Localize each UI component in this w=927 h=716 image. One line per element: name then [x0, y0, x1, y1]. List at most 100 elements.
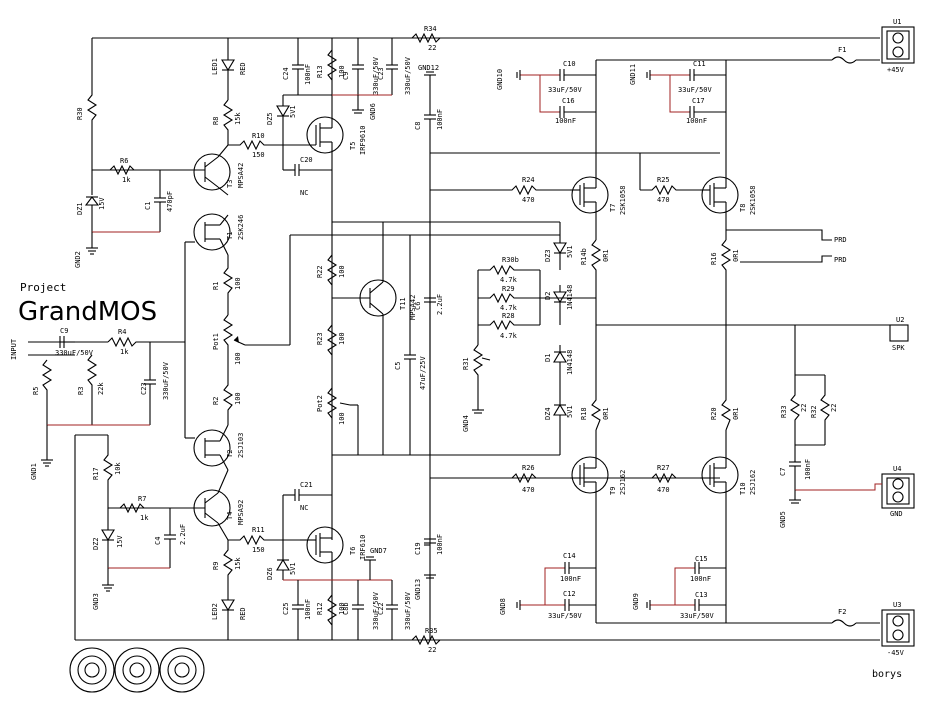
resistor-r17: R17 10k: [92, 435, 205, 509]
svg-text:R11: R11: [252, 526, 265, 534]
zener-dz6: DZ6 5V1: [266, 495, 297, 580]
connector-u1: U1 +45V: [881, 18, 915, 74]
svg-text:IRF610: IRF610: [359, 535, 367, 560]
zener-dz5: DZ5 5V1: [266, 95, 297, 170]
svg-text:R13: R13: [316, 65, 324, 78]
svg-text:C25: C25: [282, 602, 290, 615]
resistor-r4: R4 1k: [107, 328, 185, 356]
svg-text:GND9: GND9: [632, 593, 640, 610]
svg-text:R35: R35: [425, 627, 438, 635]
svg-text:150: 150: [252, 151, 265, 159]
capacitor-c4: C4 2.2uF: [154, 508, 187, 568]
svg-text:GND: GND: [890, 510, 903, 518]
svg-text:100: 100: [338, 265, 346, 278]
svg-text:100nF: 100nF: [436, 534, 444, 555]
resistor-r34: R34 22: [411, 25, 441, 52]
svg-text:T5: T5: [349, 142, 357, 150]
svg-text:T4: T4: [226, 512, 234, 520]
resistor-r20: R20 0R1: [710, 345, 740, 431]
svg-text:C1: C1: [144, 202, 152, 210]
svg-text:470: 470: [657, 196, 670, 204]
resistor-r28: R28 4.7k: [478, 312, 540, 340]
svg-text:GND7: GND7: [370, 547, 387, 555]
svg-text:4.7k: 4.7k: [500, 276, 518, 284]
svg-text:R27: R27: [657, 464, 670, 472]
svg-text:R34: R34: [424, 25, 437, 33]
capacitor-c1: C23 330uF/50V: [140, 342, 170, 425]
svg-text:2SJ162: 2SJ162: [619, 470, 627, 495]
transistor-t11: T11 MPSA42: [332, 222, 417, 455]
svg-text:100nF: 100nF: [560, 575, 581, 583]
svg-text:R8: R8: [212, 117, 220, 125]
svg-text:C4: C4: [154, 537, 162, 545]
svg-text:IRF9610: IRF9610: [359, 125, 367, 155]
svg-text:C20: C20: [300, 156, 313, 164]
svg-text:R2: R2: [212, 397, 220, 405]
svg-text:INPUT: INPUT: [10, 338, 18, 360]
resistor-r29: R29 4.7k: [478, 285, 540, 312]
svg-text:10k: 10k: [114, 462, 122, 475]
project-name: GrandMOS: [18, 297, 157, 327]
svg-text:470: 470: [657, 486, 670, 494]
svg-text:2SK1058: 2SK1058: [619, 185, 627, 215]
svg-text:4.7k: 4.7k: [500, 332, 518, 340]
ground-gnd3: GND3: [92, 568, 114, 610]
svg-text:R20: R20: [710, 407, 718, 420]
svg-text:R31: R31: [462, 357, 470, 370]
svg-text:MPSA42: MPSA42: [237, 163, 245, 188]
resistor-r27: R27 470: [640, 464, 700, 494]
capacitor-c17: C17 100nF: [669, 75, 726, 125]
resistor-r13: R13 100: [316, 49, 346, 81]
capacitor-c20: C20 NC: [283, 156, 332, 197]
svg-text:1k: 1k: [120, 348, 129, 356]
svg-text:0R1: 0R1: [732, 249, 740, 262]
svg-text:U2: U2: [896, 316, 904, 324]
svg-text:100nF: 100nF: [304, 599, 312, 620]
resistor-r26: R26 470: [500, 464, 570, 494]
transistor-t1: T1 2SK246: [185, 213, 245, 256]
svg-text:DZ4: DZ4: [544, 407, 552, 420]
resistor-r6: R6 1k: [92, 157, 135, 184]
resistor-r8: R8 15k: [212, 99, 242, 145]
svg-text:U3: U3: [893, 601, 901, 609]
pot-pot1: Pot1 100: [212, 314, 290, 375]
ground-gnd6: GND6: [352, 95, 377, 120]
capacitor-c19: C19 100nF: [414, 534, 444, 555]
transistor-t8: T8 2SK1058: [700, 60, 757, 240]
svg-text:NC: NC: [300, 504, 308, 512]
svg-text:330uF/50V: 330uF/50V: [404, 591, 412, 630]
svg-text:1N4148: 1N4148: [566, 285, 574, 310]
svg-text:GND1: GND1: [30, 463, 38, 480]
ground-gnd2: GND2: [74, 232, 98, 268]
svg-text:DZ6: DZ6: [266, 567, 274, 580]
capacitor-c15: C15 100nF: [674, 555, 726, 605]
svg-text:C23: C23: [377, 67, 385, 80]
resistor-r9: R9 15k: [212, 540, 242, 590]
svg-text:R22: R22: [316, 265, 324, 278]
svg-text:5V1: 5V1: [566, 245, 574, 258]
svg-text:RED: RED: [239, 62, 247, 75]
svg-text:R25: R25: [657, 176, 670, 184]
capacitor-c8-lower: C8b 330uF/50V: [342, 580, 380, 640]
capacitor-c22: C22 330uF/50V: [377, 580, 412, 640]
svg-text:R32: R32: [810, 405, 818, 418]
svg-text:DZ2: DZ2: [92, 537, 100, 550]
svg-text:33uF/50V: 33uF/50V: [548, 86, 583, 94]
resistor-r5: R5: [32, 359, 53, 425]
diode-d2: D2 1N4148: [544, 285, 574, 325]
ground-gnd1: GND1: [30, 425, 53, 480]
resistor-r7: R7 1k: [119, 495, 149, 522]
resistor-r1: R1 100: [212, 255, 242, 315]
resistor-r3: R3 22k: [77, 354, 105, 425]
svg-text:NC: NC: [300, 189, 308, 197]
capacitor-c25: C25 100nF: [282, 580, 312, 640]
svg-text:C21: C21: [300, 481, 313, 489]
zener-dz4: DZ4 5V1: [544, 390, 574, 455]
svg-text:GND8: GND8: [499, 598, 507, 615]
resistor-r35: R35 22: [411, 627, 441, 654]
svg-text:GND13: GND13: [414, 579, 422, 600]
svg-text:R24: R24: [522, 176, 535, 184]
svg-text:330uF/50V: 330uF/50V: [372, 56, 380, 95]
svg-text:-45V: -45V: [887, 649, 905, 657]
svg-text:2.2uF: 2.2uF: [179, 524, 187, 545]
